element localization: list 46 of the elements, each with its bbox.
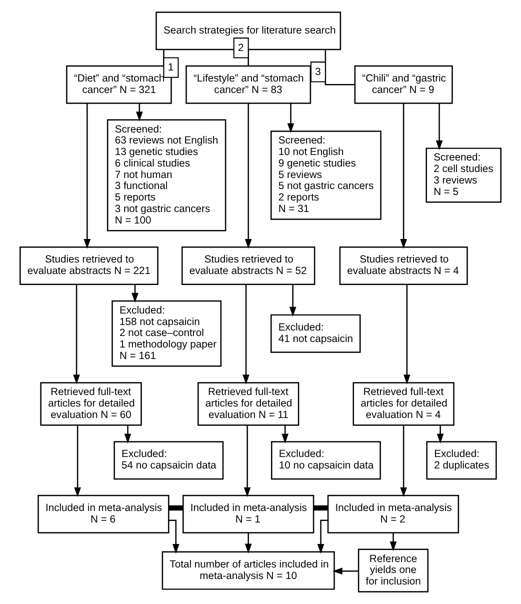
- node-box: Included in meta-analysis N = 1: [182, 494, 314, 534]
- arrow: [390, 532, 397, 552]
- node-box: Excluded: 54 no capsaicin data: [114, 441, 224, 480]
- connector: [168, 505, 183, 511]
- node-box: Excluded: 10 no capsaicin data: [271, 441, 381, 480]
- arrow: [244, 103, 252, 249]
- node-box: Screened: 2 cell studies 3 reviews N = 5: [426, 148, 502, 203]
- edge-label: 1: [168, 62, 174, 74]
- edge-label: 3: [315, 66, 321, 78]
- node-box: Studies retrieved to evaluate abstracts N = 52: [181, 246, 316, 286]
- arrow: [73, 284, 80, 384]
- arrow: [74, 425, 81, 498]
- arrow: [400, 425, 407, 498]
- arrow: [282, 425, 288, 444]
- connector: [314, 505, 328, 511]
- node-box: Retrieved full-text articles for detailed evaluation N = 11: [198, 382, 300, 426]
- node-box: “Lifestyle” and “stomach cancer” N = 83: [186, 65, 312, 104]
- node-box: Retrieved full-text articles for detailed evaluation N = 60: [40, 382, 142, 426]
- node-box: Retrieved full-text articles for detailed evaluation N = 4: [352, 382, 454, 426]
- arrow: [317, 520, 328, 554]
- arrow: [244, 425, 251, 498]
- arrow: [436, 103, 443, 150]
- arrow: [436, 425, 444, 444]
- node-box: Screened: 63 reviews not English 13 genetic studies 6 clinical studies 7 not human 3 functional 5 reports 3 not gastric cancers N = 100: [106, 119, 226, 232]
- node-box: Total number of articles included in meta-analysis N = 10: [162, 551, 335, 590]
- node-box: Reference yields one for inclusion: [358, 548, 429, 592]
- arrow: [400, 103, 407, 249]
- arrow: [84, 103, 91, 249]
- arrow: [287, 103, 294, 133]
- node-box: Excluded: 158 not capsaicin 2 not case–control 1 methodology paper N = 161: [112, 300, 222, 367]
- arrow: [124, 425, 132, 444]
- node-box: Excluded: 41 not capsaicin: [270, 314, 361, 353]
- arrow: [168, 520, 180, 554]
- node-box: Studies retrieved to evaluate abstracts N = 4: [339, 246, 468, 286]
- node-box: Included in meta-analysis N = 6: [38, 494, 170, 534]
- node-box: Screened: 10 not English 9 genetic studies 5 reviews 5 not gastric cancers 2 reports N = 31: [270, 130, 382, 220]
- node-box: Studies retrieved to evaluate abstracts N = 221: [20, 246, 158, 286]
- node-box: “Chili” and “gastric cancer” N = 9: [354, 65, 453, 104]
- connector: [324, 50, 355, 86]
- arrow: [242, 284, 250, 384]
- node-box: Included in meta-analysis N = 2: [327, 494, 460, 534]
- arrow: [289, 284, 296, 317]
- arrow: [332, 568, 359, 574]
- arrow: [244, 532, 252, 554]
- node-box: Excluded: 2 duplicates: [426, 441, 497, 480]
- arrow: [404, 284, 410, 384]
